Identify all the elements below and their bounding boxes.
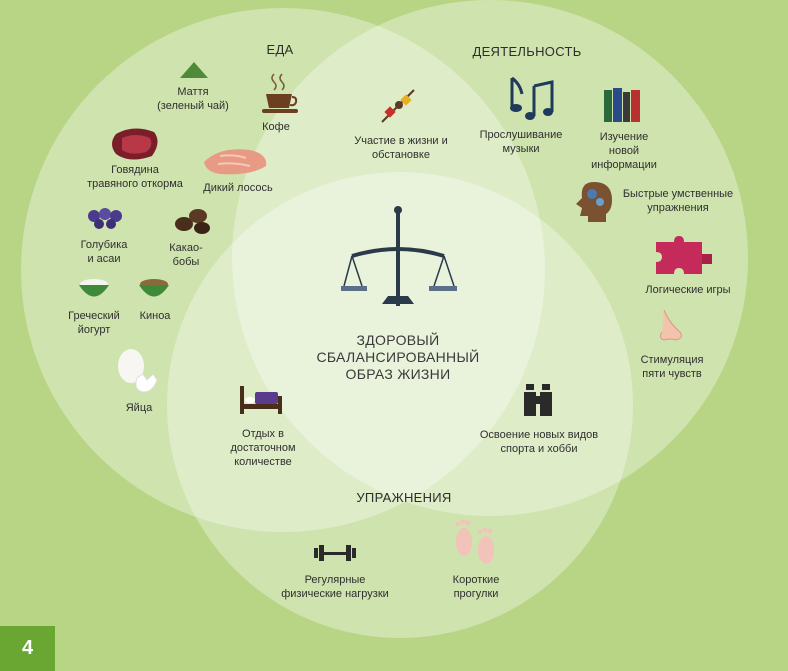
coffee-label: Кофе bbox=[262, 121, 290, 133]
blueberry-label: Голубика и асаи bbox=[80, 239, 128, 265]
beef-icon bbox=[112, 128, 158, 160]
section-exercise-title: УПРАЖНЕНИЯ bbox=[356, 490, 452, 505]
puzzle-icon bbox=[656, 236, 712, 274]
coffee-icon bbox=[262, 73, 298, 113]
kebab-skewer-icon bbox=[381, 89, 415, 123]
matcha-label: Маття (зеленый чай) bbox=[157, 86, 229, 112]
center-line1: ЗДОРОВЫЙ bbox=[356, 332, 440, 348]
eggs-icon bbox=[118, 349, 158, 393]
matcha-icon bbox=[180, 62, 208, 78]
mental-exercise-label: Быстрые умственные упражнения bbox=[622, 188, 734, 214]
head-gears-icon bbox=[576, 182, 612, 222]
short-walks-label: Короткие прогулки bbox=[452, 574, 500, 600]
cocoa-label: Какао- бобы bbox=[169, 242, 203, 268]
quinoa-icon bbox=[139, 279, 169, 297]
nose-icon bbox=[659, 309, 682, 341]
bed-icon bbox=[240, 386, 282, 414]
logic-games-label: Логические игры bbox=[645, 284, 731, 296]
footprints-icon bbox=[455, 519, 494, 564]
yogurt-icon bbox=[79, 279, 109, 297]
binoculars-icon bbox=[524, 384, 552, 416]
center-line3: ОБРАЗ ЖИЗНИ bbox=[345, 366, 451, 382]
dumbbell-icon bbox=[314, 545, 356, 561]
center-line2: СБАЛАНСИРОВАННЫЙ bbox=[316, 349, 480, 365]
section-food-title: ЕДА bbox=[266, 42, 294, 57]
sports-hobby-label: Освоение новых видов спорта и хобби bbox=[479, 429, 599, 455]
salmon-icon bbox=[204, 149, 267, 175]
books-icon bbox=[604, 88, 640, 122]
cocoa-beans-icon bbox=[175, 209, 210, 234]
beef-label: Говядина травяного откорма bbox=[87, 164, 183, 190]
eggs-label: Яйца bbox=[125, 402, 153, 414]
page-number-badge: 4 bbox=[0, 626, 55, 671]
music-notes-icon bbox=[510, 76, 554, 120]
music-label: Прослушивание музыки bbox=[479, 129, 563, 155]
section-activity-title: ДЕЯТЕЛЬНОСТЬ bbox=[472, 44, 582, 59]
quinoa-label: Киноа bbox=[139, 310, 171, 322]
activity-circle bbox=[232, 0, 748, 516]
regular-exercise-label: Регулярные физические нагрузки bbox=[281, 574, 389, 600]
center-title: ЗДОРОВЫЙ СБАЛАНСИРОВАННЫЙ ОБРАЗ ЖИЗНИ bbox=[316, 332, 479, 383]
scales-icon bbox=[341, 206, 457, 306]
yogurt-label: Греческий йогурт bbox=[68, 310, 120, 336]
blueberry-icon bbox=[88, 208, 122, 229]
life-participation-label: Участие в жизни и обстановке bbox=[354, 135, 448, 161]
exercise-circle bbox=[167, 172, 633, 638]
senses-label: Стимуляция пяти чувств bbox=[640, 354, 704, 380]
rest-label: Отдых в достаточном количестве bbox=[230, 428, 296, 468]
salmon-label: Дикий лосось bbox=[203, 182, 273, 194]
learning-label: Изучение новой информации bbox=[591, 131, 657, 171]
